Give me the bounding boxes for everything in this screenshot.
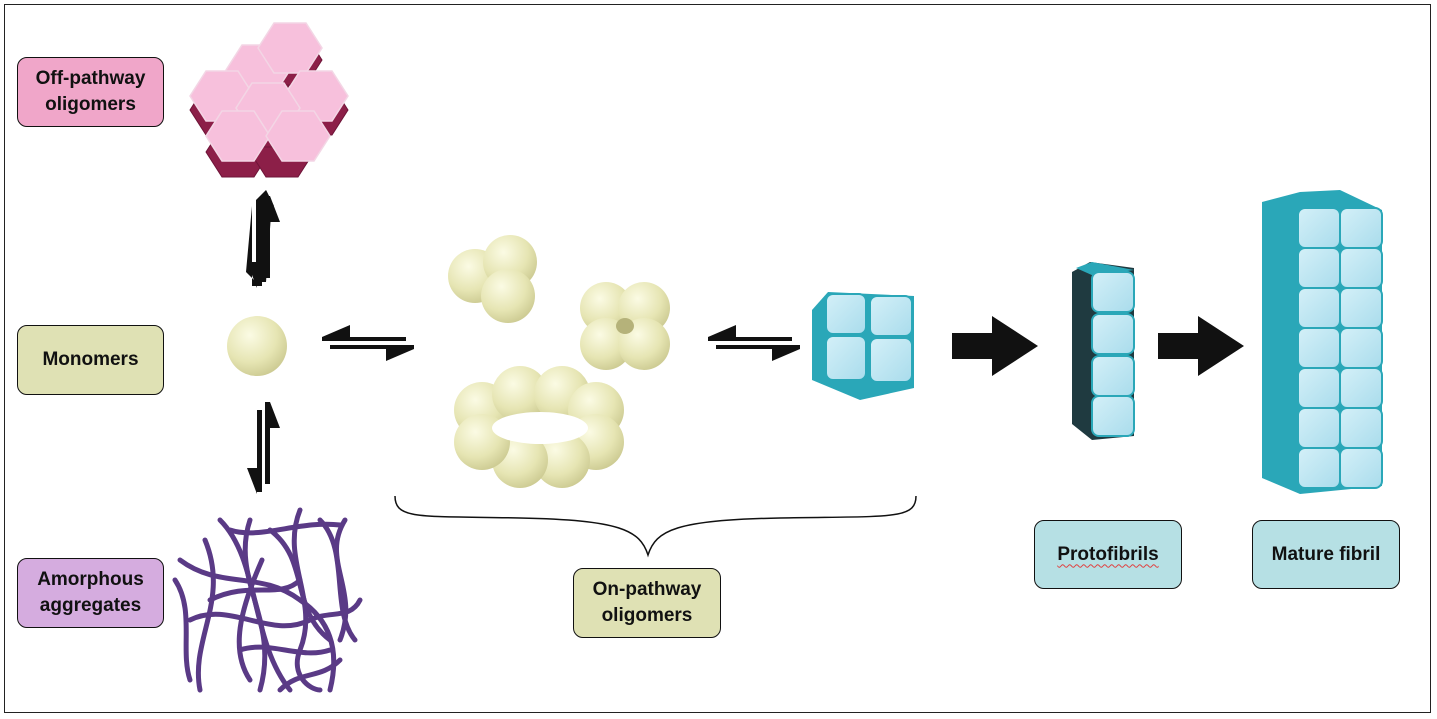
block-arrow-icon — [952, 316, 1244, 376]
protofibril-icon — [1072, 262, 1135, 440]
tangled-strands-icon — [172, 507, 363, 693]
amorphous-label: Amorphous aggregates — [17, 558, 164, 628]
equilibrium-arrow-right-icon — [708, 325, 800, 361]
equilibrium-arrow-bottom-icon — [247, 402, 280, 494]
protofibrils-label: Protofibrils — [1034, 520, 1182, 589]
fibril-nucleus-icon — [812, 292, 914, 400]
curly-brace-icon — [394, 495, 917, 558]
ring-oligomer-icon — [454, 366, 624, 488]
hexagon-cluster-icon — [189, 22, 349, 178]
monomer-sphere-icon — [227, 316, 287, 376]
off-pathway-label: Off-pathway oligomers — [17, 57, 164, 127]
protofibrils-label-text: Protofibrils — [1057, 543, 1159, 565]
mature-fibril-label: Mature fibril — [1252, 520, 1400, 589]
equilibrium-arrow-top-icon — [247, 196, 280, 288]
tetramer-oligomer-icon — [580, 282, 670, 370]
mature-fibril-icon — [1262, 190, 1383, 494]
trimer-oligomer-icon — [448, 235, 537, 323]
on-pathway-label: On-pathway oligomers — [573, 568, 721, 638]
figure-frame — [4, 4, 1431, 713]
monomers-label: Monomers — [17, 325, 164, 395]
equilibrium-arrow-left-icon — [322, 325, 414, 361]
